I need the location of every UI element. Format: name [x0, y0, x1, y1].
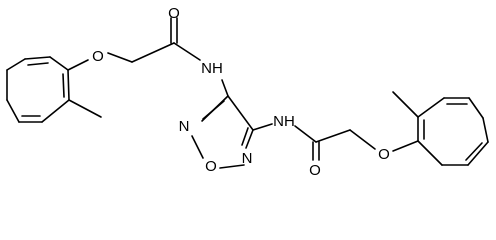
bond [349, 129, 376, 150]
atom-n-ring-right: N [242, 150, 253, 167]
bond [417, 97, 445, 118]
bond [468, 97, 484, 119]
bond [482, 117, 489, 143]
atom-o-carbonyl-bottom: O [309, 162, 321, 179]
bond [6, 99, 20, 123]
bond [392, 91, 419, 118]
bond [6, 58, 26, 71]
bond [27, 62, 49, 66]
bond [294, 125, 317, 143]
bond [173, 42, 201, 61]
bond [467, 141, 489, 166]
bond [252, 123, 273, 131]
bond [465, 142, 483, 161]
bond [202, 100, 225, 120]
bond [41, 99, 70, 123]
bond [107, 52, 133, 63]
bond [219, 164, 245, 169]
atom-labels: O O NH N O N NH O O [92, 5, 390, 179]
bond [24, 56, 51, 60]
bond [245, 129, 254, 149]
bond [62, 73, 65, 98]
bond [131, 42, 175, 63]
bond [49, 56, 69, 71]
atom-nh-right: NH [273, 113, 295, 130]
atom-o-ether-left: O [92, 48, 104, 65]
bond [227, 95, 254, 131]
bond [191, 135, 204, 159]
bond [315, 129, 351, 143]
atom-n-ring-left: N [179, 118, 190, 135]
atom-o-ether-right: O [378, 146, 390, 163]
bond [67, 69, 70, 101]
atom-nh-left: NH [201, 60, 223, 77]
bond [241, 127, 249, 146]
bond [221, 79, 229, 97]
bonds [6, 17, 489, 169]
bond [392, 140, 419, 152]
atom-o-ring: O [205, 158, 217, 175]
bond [68, 99, 102, 118]
molecule-diagram: O O NH N O N NH O O [6, 5, 489, 179]
bond [417, 140, 443, 166]
atom-o-carbonyl-top: O [168, 5, 180, 22]
bond [67, 59, 89, 71]
